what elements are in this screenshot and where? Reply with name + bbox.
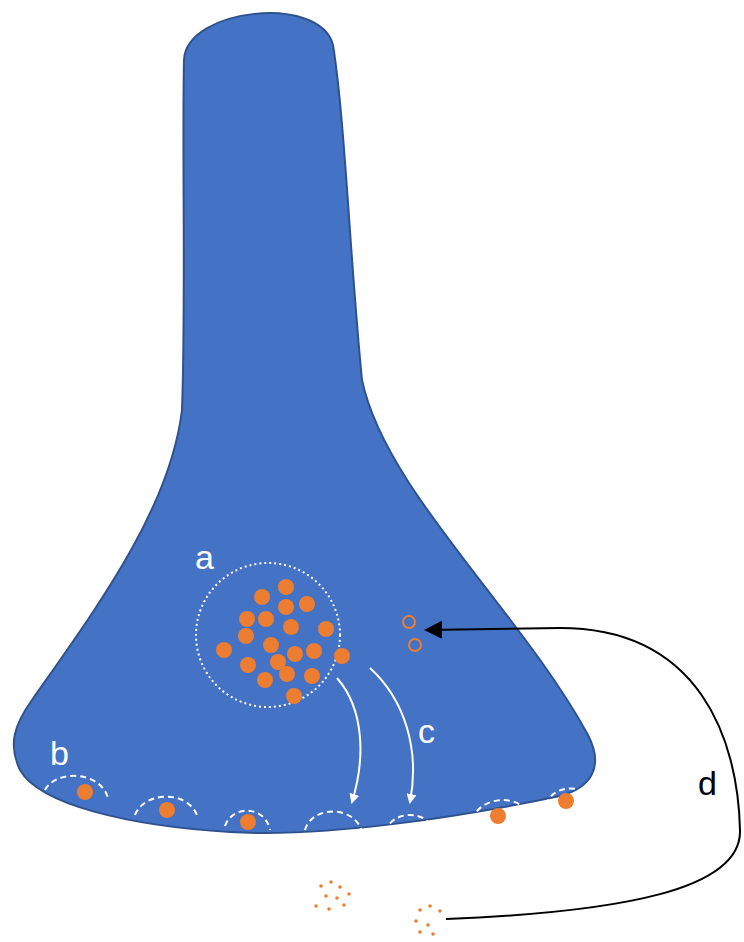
- presynaptic-terminal: [14, 13, 595, 833]
- part-label: d: [698, 766, 717, 800]
- vesicle-pool: [196, 563, 340, 707]
- fusion-arrows: [337, 668, 413, 802]
- released-transmitter: [314, 880, 442, 936]
- part-label: c: [418, 714, 435, 748]
- docking-sites: [45, 776, 586, 832]
- vesicles: [216, 579, 350, 704]
- docked-vesicles: [77, 784, 574, 830]
- recycling-arrow: [426, 628, 740, 919]
- part-label: a: [195, 540, 214, 574]
- part-label: b: [50, 736, 69, 770]
- empty-vesicles: [403, 616, 421, 651]
